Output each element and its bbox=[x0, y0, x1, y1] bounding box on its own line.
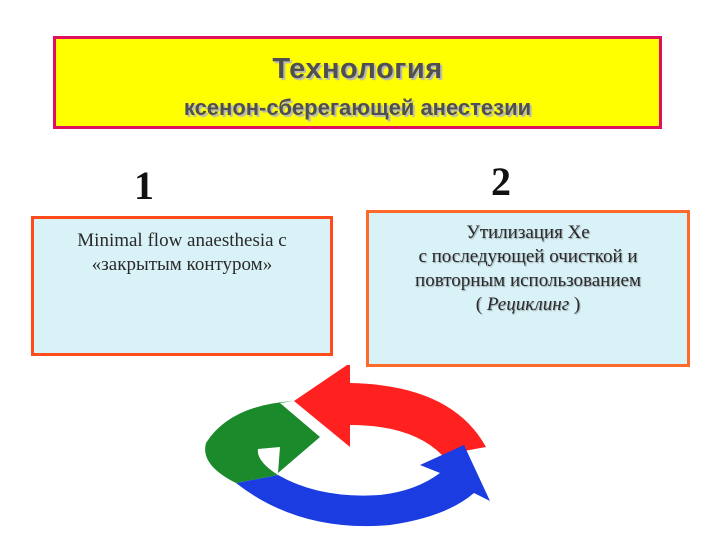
step-box-1: Minimal flow anaesthesia с «закрытым кон… bbox=[31, 216, 333, 356]
step-2-paren-close: ) bbox=[569, 294, 581, 315]
step-2-paren-open: ( bbox=[475, 294, 487, 315]
step-2-line-4: ( Рециклинг ) bbox=[369, 293, 687, 317]
step-box-2: Утилизация Хе с последующей очисткой и п… bbox=[366, 210, 690, 367]
step-number-1: 1 bbox=[134, 163, 154, 208]
step-number-2: 2 bbox=[491, 159, 511, 204]
blue-cycle-arrow bbox=[236, 445, 490, 527]
recycle-cycle-icon bbox=[205, 365, 490, 527]
page-title: Технология bbox=[272, 53, 443, 85]
step-1-line-1: Minimal flow anaesthesia с bbox=[77, 230, 287, 251]
red-cycle-arrow bbox=[294, 365, 486, 455]
page-subtitle: ксенон-сберегающей анестезии bbox=[183, 95, 532, 120]
step-2-line-1: Утилизация Хе bbox=[466, 222, 590, 243]
step-2-line-3: повторным использованием bbox=[415, 270, 641, 291]
step-2-recycling-word: Рециклинг bbox=[486, 294, 570, 315]
step-1-line-2: «закрытым контуром» bbox=[91, 254, 273, 275]
green-cycle-arrow bbox=[205, 401, 320, 483]
title-banner: Технология ксенон-сберегающей анестезии bbox=[53, 36, 662, 129]
step-2-line-2: с последующей очисткой и bbox=[418, 246, 638, 267]
